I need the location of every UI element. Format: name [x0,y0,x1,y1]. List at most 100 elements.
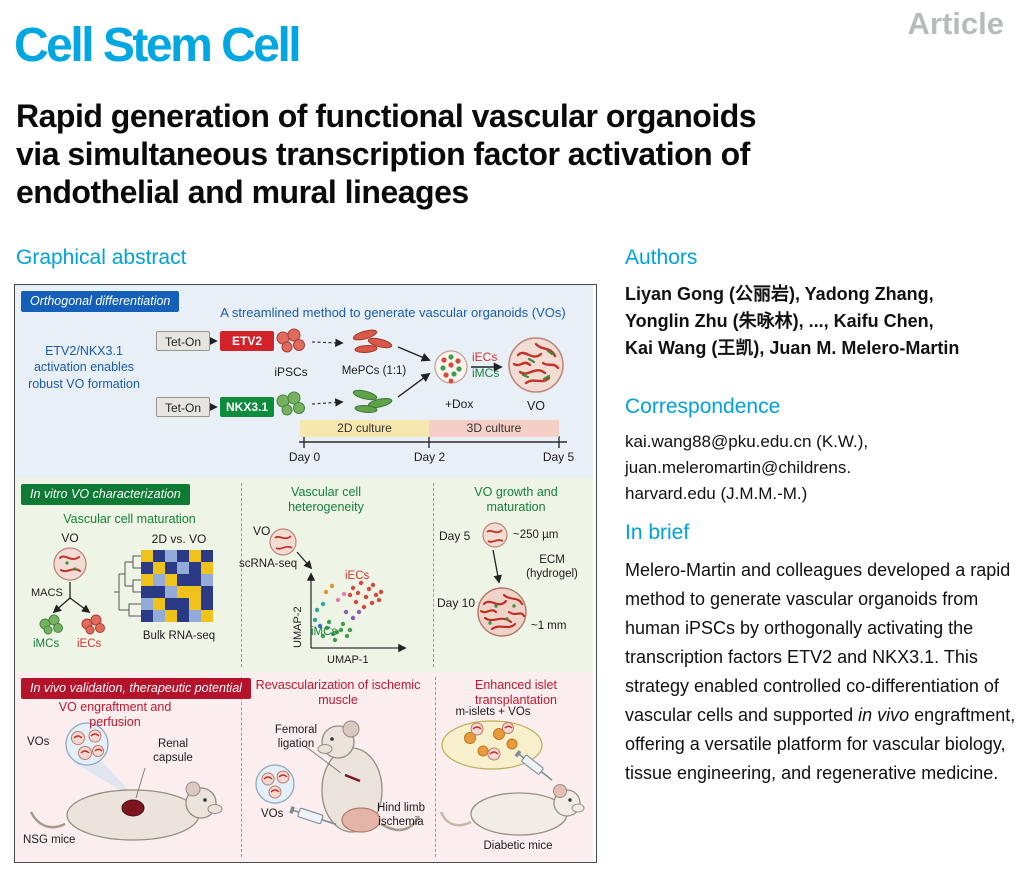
authors-heading: Authors [625,246,698,269]
vos-label-1: VOs [27,736,50,748]
umap2-axis-label: UMAP-2 [292,606,304,648]
vos-magnifier-2 [255,764,295,804]
maturation-title: Vascular cell maturation [63,512,196,526]
nkx31-box: NKX3.1 [220,397,274,417]
authors-list: Liyan Gong (公丽岩), Yadong Zhang, Yonglin … [625,281,1017,362]
ligation-mark [344,773,361,783]
panel3-separator-1 [241,677,242,857]
iecs-label-maturation: iECs [77,638,102,650]
vos-magnifier-1 [65,722,109,766]
authors-line-2: Yonglin Zhu (朱咏林), ..., Kaifu Chen, [625,311,934,331]
vo-label: VO [526,399,546,413]
panel-invitro-characterization: In vitro VO characterization Vascular ce… [15,478,593,672]
correspondence-email-1[interactable]: kai.wang88@pku.edu.cn (K.W.), [625,432,869,451]
revascularization-title: Revascularization of ischemic muscle [255,678,421,707]
mepc-cells-red [352,329,393,353]
dox-label: +Dox [445,397,474,411]
umap1-axis-label: UMAP-1 [327,654,369,666]
scrnaseq-label: scRNA-seq [239,558,298,570]
renal-capsule-label: Renal capsule [153,738,193,764]
paper-title: Rapid generation of functional vascular … [16,97,1006,211]
engraftment-title: VO engraftment and perfusion [58,700,172,729]
tet-on-box-1: Tet-On [156,331,210,351]
growth-arrow [492,549,502,584]
invitro-illustration [39,522,527,653]
kidney-graft [121,799,145,817]
title-line-3: endothelial and mural lineages [16,174,469,210]
iecs-label-umap: iECs [345,570,370,582]
umap-axes [306,572,407,653]
2d-vs-vo-label: 2D vs. VO [151,532,207,546]
bulk-rnaseq-label: Bulk RNA-seq [142,630,216,642]
day10-label: Day 10 [437,596,476,610]
renal-capsule-pointer [135,767,146,799]
2d-culture-bar: 2D culture [300,420,429,437]
heatmap-illustration [141,550,213,622]
3d-culture-bar: 3D culture [429,420,559,437]
ipsc-colony-red [276,328,305,353]
tet-on-box-2: Tet-On [156,397,210,417]
iecs-label: iECs [472,350,498,364]
authors-line-1: Liyan Gong (公丽岩), Yadong Zhang, [625,284,934,304]
macs-split-arrows [52,582,91,614]
syringe-icon-1 [289,806,337,826]
graphical-abstract-figure: Orthogonal differentiation A streamlined… [14,284,597,863]
day2-label: Day 2 [413,450,446,464]
panel3-label: In vivo validation, therapeutic potentia… [21,678,251,699]
teton-gene-arrows [208,336,218,412]
islet-transplantation-title: Enhanced islet transplantation [474,678,557,707]
title-line-1: Rapid generation of functional vascular … [16,98,757,134]
graphical-abstract-heading: Graphical abstract [16,246,187,269]
title-line-2: via simultaneous transcription factor ac… [16,136,750,172]
nsg-mouse-illustration [29,781,223,841]
vo-day5-sphere [482,522,508,548]
vascular-organoid-illustration [508,337,564,393]
panel-orthogonal-differentiation: Orthogonal differentiation A streamlined… [15,285,593,478]
imcs-label-maturation: iMCs [33,638,60,650]
vo-label-heterogeneity: VO [253,524,271,538]
growth-title: VO growth and maturation [474,485,558,514]
panel2-label: In vitro VO characterization [21,484,190,505]
article-type-badge: Article [907,6,1004,41]
femoral-pointer [304,745,342,774]
ischemic-hindlimb [341,807,381,833]
in-brief-italic: in vivo [858,705,910,725]
ischemia-mouse-illustration [317,720,421,833]
imcs-label: iMCs [472,366,500,380]
correspondence-email-2-part1[interactable]: juan.meleromartin@childrens. [625,458,852,477]
size-1mm-label: ~1 mm [531,620,567,632]
panel2-separator-2 [433,483,434,667]
orthogonal-differentiation-illustration [208,328,567,448]
in-brief-heading: In brief [625,521,690,544]
correspondence-block: kai.wang88@pku.edu.cn (K.W.), juan.meler… [625,429,1017,507]
ecm-label: ECM (hydrogel) [526,554,578,580]
authors-line-3: Kai Wang (王凯), Juan M. Melero-Martin [625,338,960,358]
diabetic-mouse-illustration [439,784,585,836]
mislets-vos-label: m-islets + VOs [455,706,531,718]
vo-day10-organoid [477,587,527,637]
ipsc-colony-green [276,391,305,416]
diabetic-mice-label: Diabetic mice [483,840,553,852]
ipscs-label: iPSCs [274,365,308,379]
vo-sphere-maturation [53,547,87,581]
vos-label-2: VOs [261,808,284,820]
panel-invivo-validation: In vivo validation, therapeutic potentia… [15,672,593,862]
mix-arrows [397,346,503,398]
nsg-mice-label: NSG mice [23,834,76,846]
journal-logo: Cell Stem Cell [14,19,302,72]
femoral-ligation-label: Femoral ligation [274,724,318,750]
dendrogram [114,555,141,617]
correspondence-email-2-part2[interactable]: harvard.edu (J.M.M.-M.) [625,484,808,503]
imcs-label-umap: iMCs [311,626,338,638]
mepc-mixture-sphere [434,350,468,384]
vo-label-maturation: VO [61,531,79,545]
day0-label: Day 0 [288,450,321,464]
vo-sphere-heterogeneity [269,528,297,556]
correspondence-heading: Correspondence [625,395,781,418]
timeline-axis [299,436,567,448]
imc-cells [39,614,63,635]
activation-note: ETV2/NKX3.1 activation enables robust VO… [28,344,140,391]
scrnaseq-arrow [296,551,313,570]
hindlimb-ischemia-label: Hind limb ischemia [377,802,425,828]
